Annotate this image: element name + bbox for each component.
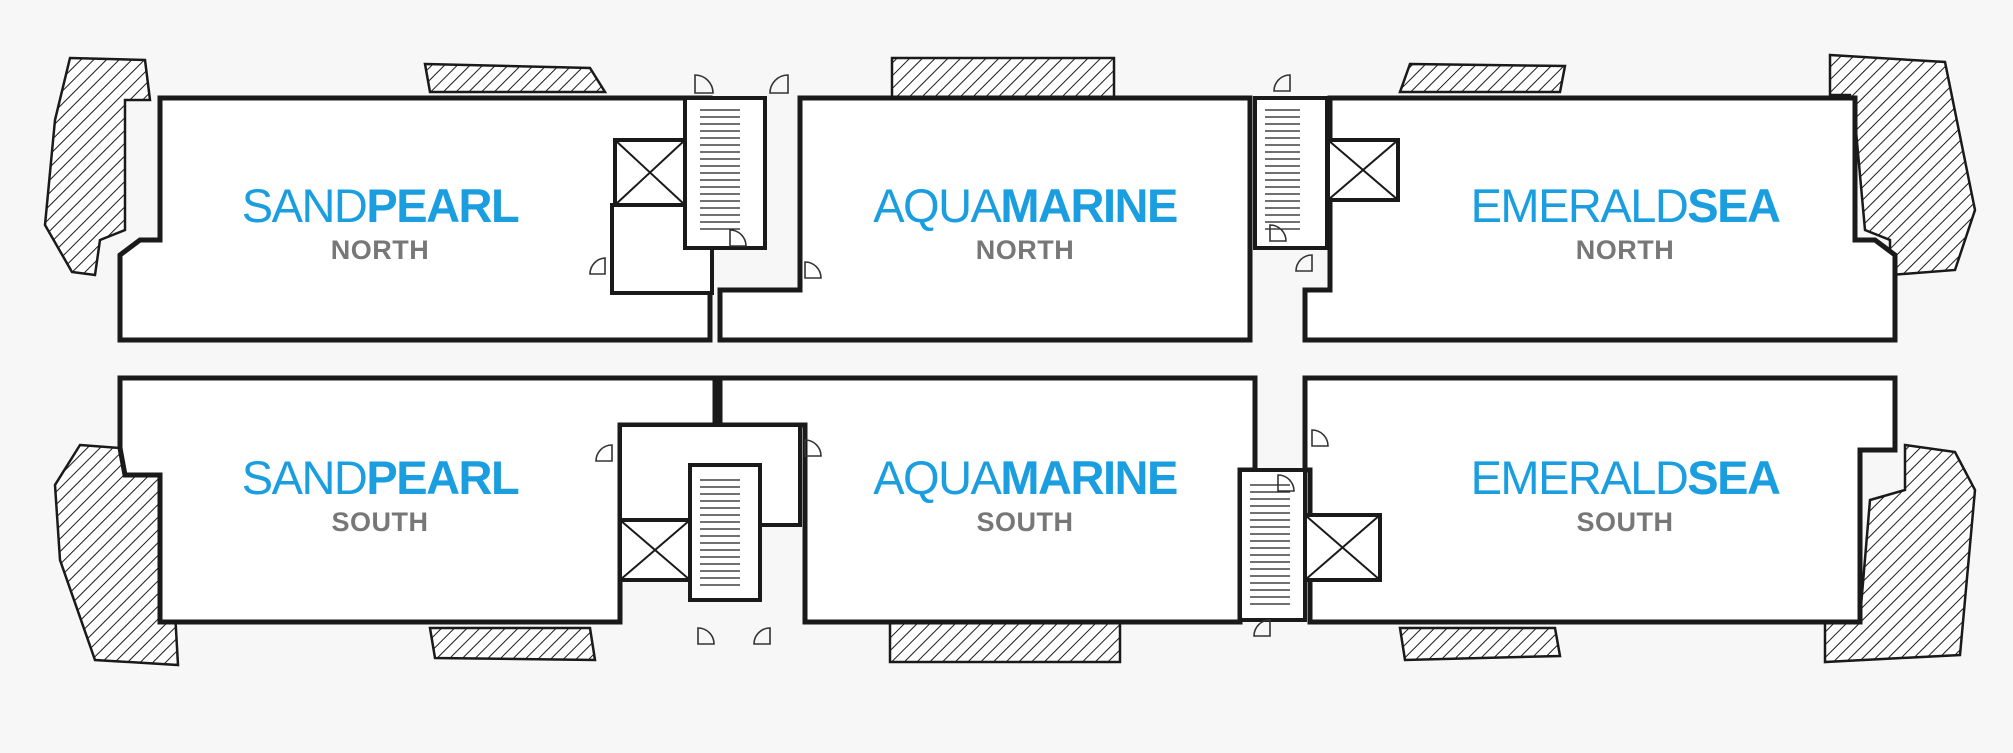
north-wing-walls <box>117 95 1898 343</box>
unit-label-aquamarine-north: AQUAMARINE NORTH <box>815 180 1235 266</box>
unit-label-sandpearl-south: SANDPEARL SOUTH <box>170 452 590 538</box>
unit-label-emeraldsea-north: EMERALDSEA NORTH <box>1415 180 1835 266</box>
unit-wing: NORTH <box>1575 235 1675 265</box>
stair-treads <box>700 109 1300 605</box>
door-swings <box>589 74 1329 645</box>
unit-wing: SOUTH <box>331 507 429 537</box>
unit-name: SANDPEARL <box>241 451 520 504</box>
unit-label-sandpearl-north: SANDPEARL NORTH <box>170 180 590 266</box>
south-wing-walls <box>117 375 1898 625</box>
unit-name: AQUAMARINE <box>873 179 1178 232</box>
unit-wing: SOUTH <box>1576 507 1674 537</box>
unit-name: AQUAMARINE <box>873 451 1178 504</box>
unit-name: EMERALDSEA <box>1470 451 1781 504</box>
unit-name: EMERALDSEA <box>1470 179 1781 232</box>
unit-wing: SOUTH <box>976 507 1074 537</box>
unit-wing: NORTH <box>330 235 430 265</box>
unit-wing: NORTH <box>975 235 1075 265</box>
unit-label-aquamarine-south: AQUAMARINE SOUTH <box>815 452 1235 538</box>
unit-label-emeraldsea-south: EMERALDSEA SOUTH <box>1415 452 1835 538</box>
unit-name: SANDPEARL <box>241 179 520 232</box>
